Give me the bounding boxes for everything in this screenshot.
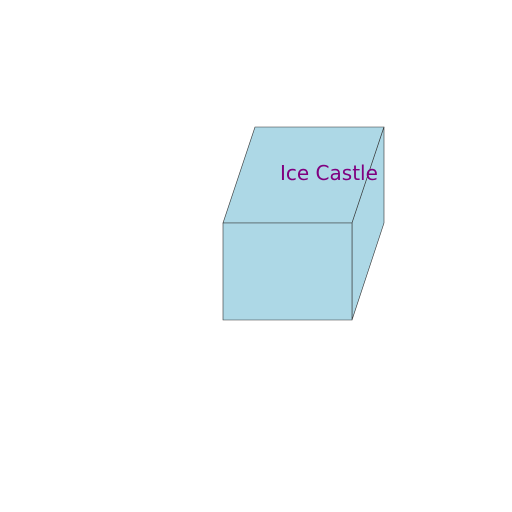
cube-front-face (222, 222, 353, 321)
cube-label: Ice Castle (280, 161, 378, 185)
cube (222, 126, 385, 321)
